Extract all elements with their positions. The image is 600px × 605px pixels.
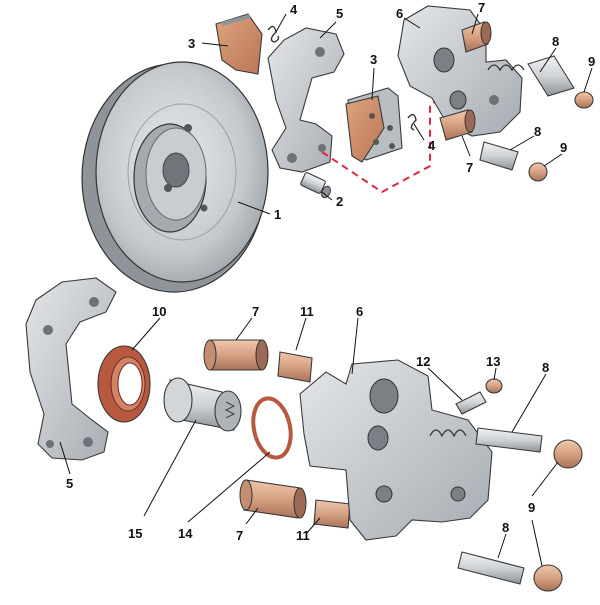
bushing-bottom-a bbox=[203, 339, 269, 371]
brake-disc bbox=[81, 61, 269, 293]
guide-pin-bottom-b bbox=[457, 551, 525, 585]
callout-sleeve-b: 11 bbox=[296, 528, 310, 543]
brake-pad-top bbox=[215, 13, 263, 75]
dust-cap-bottom-a bbox=[553, 439, 583, 469]
callout-cap-top-b: 9 bbox=[560, 140, 567, 155]
brake-pad-front bbox=[345, 87, 403, 163]
callout-ring: 14 bbox=[178, 526, 193, 541]
caliper-body-bottom bbox=[299, 359, 493, 541]
callout-disc: 1 bbox=[274, 207, 281, 222]
caliper-body-top bbox=[397, 5, 525, 137]
callout-bracket-top: 5 bbox=[336, 6, 343, 21]
callout-pin-top-a: 8 bbox=[552, 34, 559, 49]
callout-seal: 10 bbox=[152, 304, 166, 319]
caliper-piston bbox=[163, 377, 242, 432]
guide-pin-top-b bbox=[479, 141, 519, 171]
dust-cap-top-a bbox=[574, 91, 594, 109]
callout-pin-bottom-a: 8 bbox=[542, 360, 549, 375]
callout-cap-bottom-a: 9 bbox=[528, 500, 535, 515]
callout-pad-front: 3 bbox=[370, 52, 377, 67]
callout-bushing-bottom-a: 7 bbox=[252, 304, 259, 319]
guide-pin-bottom-a bbox=[475, 427, 543, 453]
caliper-bracket-bottom bbox=[25, 277, 117, 461]
callout-bolt: 2 bbox=[336, 194, 343, 209]
dust-cap-top-b bbox=[528, 162, 548, 182]
caliper-bracket-top bbox=[267, 27, 345, 173]
guide-sleeve-b bbox=[313, 499, 351, 529]
dust-cap-bottom-b bbox=[533, 564, 563, 592]
callout-cap-top-a: 9 bbox=[588, 54, 595, 69]
spring-top bbox=[267, 25, 280, 43]
bushing-bottom-b bbox=[239, 479, 307, 519]
spring-front bbox=[407, 113, 417, 131]
bushing-top-a bbox=[461, 21, 492, 53]
guide-bolt bbox=[300, 172, 331, 199]
callout-bleeder-cap: 13 bbox=[486, 354, 500, 369]
callout-pad-top: 3 bbox=[188, 36, 195, 51]
callout-pin-top-b: 8 bbox=[534, 124, 541, 139]
callout-caliper-top: 6 bbox=[396, 6, 403, 21]
callout-bushing-top-a: 7 bbox=[478, 0, 485, 15]
bushing-top-b bbox=[439, 109, 476, 141]
protective-ring bbox=[251, 396, 293, 460]
callout-bracket-bottom: 5 bbox=[66, 476, 73, 491]
guide-pin-top-a bbox=[527, 55, 575, 97]
callout-sleeve-a: 11 bbox=[300, 304, 314, 319]
leader-lines bbox=[59, 13, 593, 567]
callout-spring-top: 4 bbox=[290, 2, 298, 17]
callout-bleeder: 12 bbox=[416, 354, 430, 369]
callout-spring-front: 4 bbox=[428, 138, 436, 153]
piston-seal bbox=[97, 345, 151, 423]
callout-pin-bottom-b: 8 bbox=[502, 520, 509, 535]
callout-caliper-bottom: 6 bbox=[356, 304, 363, 319]
callout-bushing-bottom-b: 7 bbox=[236, 528, 243, 543]
callout-piston: 15 bbox=[128, 526, 142, 541]
bleeder-screw bbox=[455, 391, 487, 415]
callout-labels: 1 2 3 3 4 4 5 5 6 6 7 7 7 7 8 8 8 8 9 9 … bbox=[66, 0, 595, 543]
callout-bushing-top-b: 7 bbox=[466, 160, 473, 175]
guide-sleeve-a bbox=[277, 351, 313, 383]
bleeder-cap bbox=[485, 378, 503, 394]
